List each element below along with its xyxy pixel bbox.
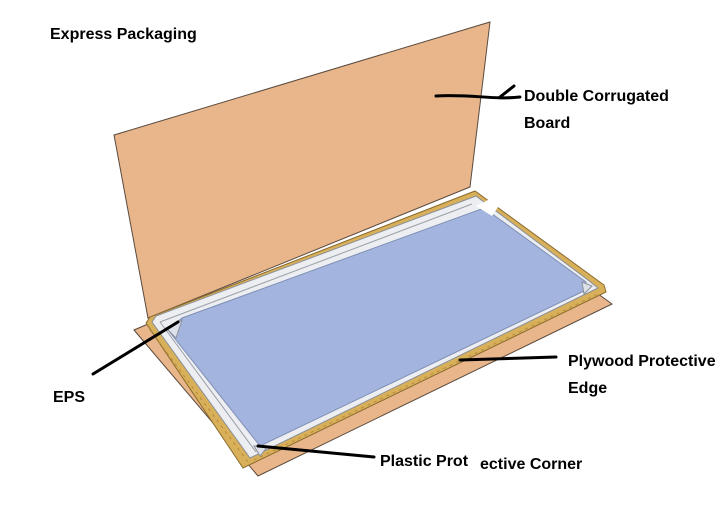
label-ective-corner: ective Corner xyxy=(480,456,583,473)
label-line: Board xyxy=(524,115,571,132)
eps-frame-inner-edge xyxy=(159,203,473,323)
leader-line-plywood xyxy=(458,355,558,362)
leader-line-board xyxy=(434,84,522,100)
white-corner-highlight xyxy=(476,200,500,216)
plastic-corner-icon xyxy=(581,281,593,296)
label-line: Double Corrugated xyxy=(524,88,669,105)
label-eps: EPS xyxy=(53,389,86,406)
eps-frame-inner-edge xyxy=(159,321,257,453)
label-plastic-prot: Plastic Prot xyxy=(380,453,469,470)
leader-line-eps xyxy=(91,320,180,376)
label-line: Plywood Protective xyxy=(568,353,716,370)
label-double-corrugated-board: Double Corrugated Board xyxy=(524,83,669,137)
label-plywood-protective-edge: Plywood Protective Edge xyxy=(568,348,716,402)
leader-line-plastic-corner xyxy=(256,444,376,459)
double-corrugated-board xyxy=(113,21,491,319)
plywood-edge-texture xyxy=(253,293,599,461)
diagram-title: Express Packaging xyxy=(50,26,197,43)
label-line: Edge xyxy=(568,380,608,397)
